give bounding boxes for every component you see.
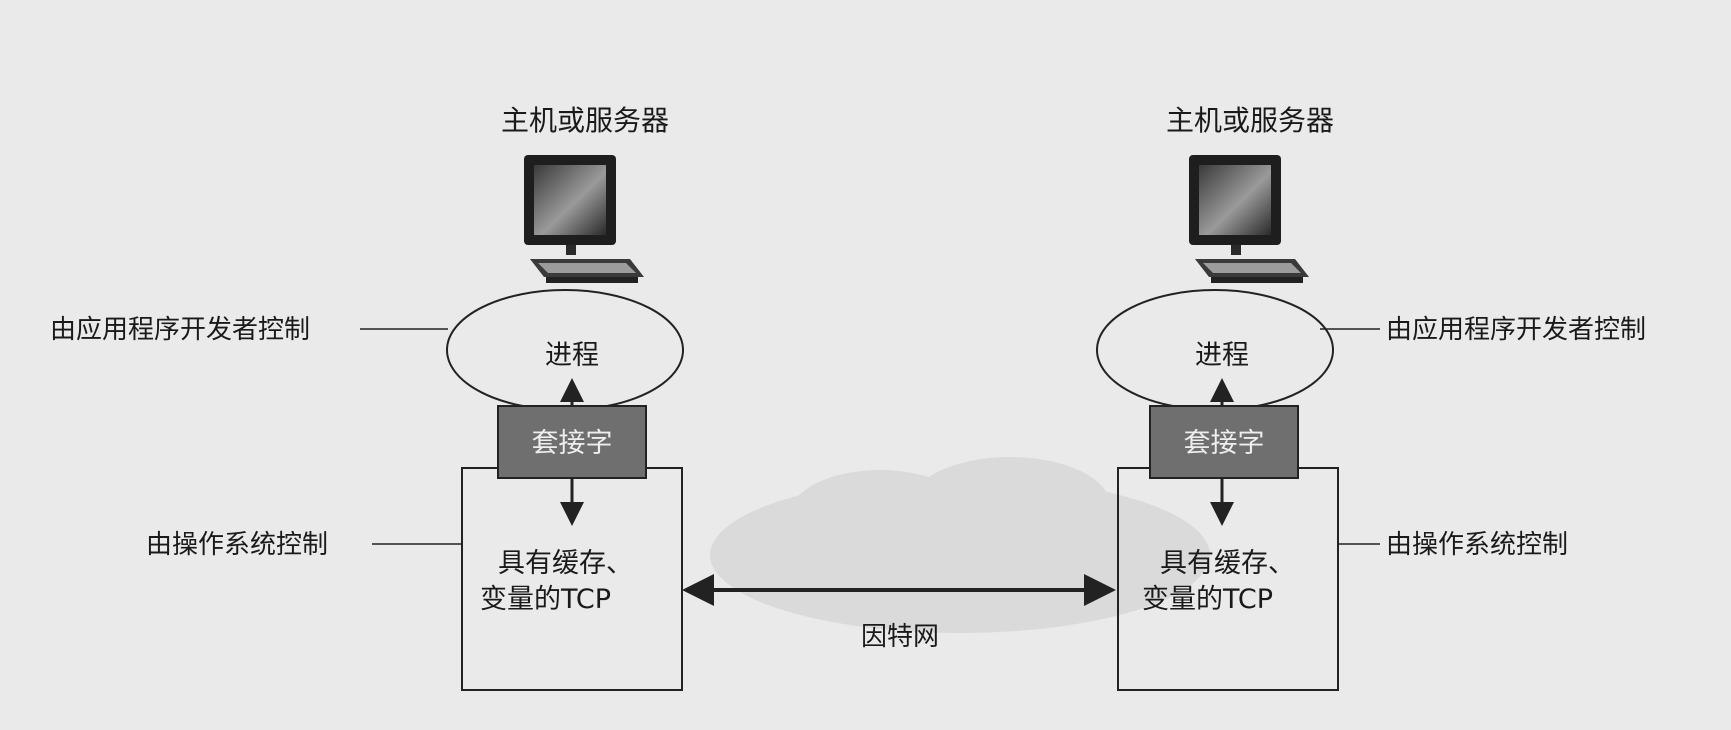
right-socket-label: 套接字 [1184, 428, 1265, 459]
left-host-title: 主机或服务器 [501, 104, 669, 137]
left-app-dev-label: 由应用程序开发者控制 [50, 315, 310, 345]
left-tcp-line2: 变量的TCP [480, 584, 611, 615]
desktop-computer-icon [1189, 155, 1309, 283]
left-os-label: 由操作系统控制 [146, 530, 328, 560]
internet-label: 因特网 [861, 622, 939, 652]
right-host: 主机或服务器 进程 具有缓存、 变量的TCP 套接字 由应用程序开发者控制 由操… [1096, 104, 1646, 691]
right-app-dev-label: 由应用程序开发者控制 [1386, 315, 1646, 345]
left-host: 主机或服务器 进程 具有缓存、 变量的TCP 套接字 由应用程序开发者控制 由操… [50, 104, 684, 691]
desktop-computer-icon [524, 155, 644, 283]
right-tcp-line1: 具有缓存、 [1160, 548, 1295, 579]
left-tcp-line1: 具有缓存、 [498, 548, 633, 579]
right-tcp-line2: 变量的TCP [1142, 584, 1273, 615]
left-socket-box [497, 405, 647, 479]
internet-cloud [710, 457, 1210, 633]
right-host-title: 主机或服务器 [1166, 104, 1334, 137]
right-socket-box [1149, 405, 1299, 479]
left-socket-label: 套接字 [532, 428, 613, 459]
right-process-label: 进程 [1195, 340, 1249, 371]
right-os-label: 由操作系统控制 [1386, 530, 1568, 560]
left-process-label: 进程 [545, 340, 599, 371]
